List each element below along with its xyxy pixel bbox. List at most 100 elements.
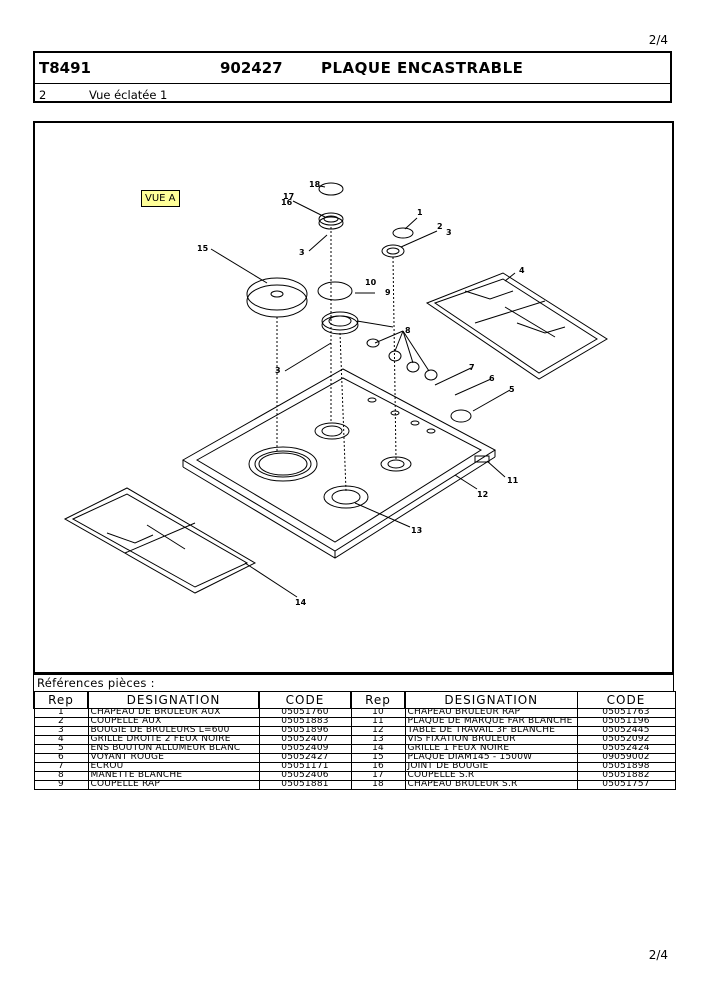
code-cell: 05051196 xyxy=(576,717,676,727)
table-row: 1 CHAPEAU DE BRULEUR AUX 05051760 10 CHA… xyxy=(33,708,676,718)
code-cell: 05051760 xyxy=(258,708,352,718)
designation-cell: ENS BOUTON ALLUMEUR BLANC xyxy=(87,744,260,754)
callout-18: 18 xyxy=(309,180,321,189)
rep-cell: 17 xyxy=(350,771,406,781)
rep-cell: 3 xyxy=(33,726,89,736)
col-designation-right: DESIGNATION xyxy=(404,691,578,709)
designation-cell: MANETTE BLANCHE xyxy=(87,771,260,781)
page-number-bottom: 2/4 xyxy=(648,948,668,962)
callout-3b: 3 xyxy=(446,228,452,237)
callout-4: 4 xyxy=(519,266,525,275)
callout-8: 8 xyxy=(405,326,411,335)
code-cell: 05051757 xyxy=(576,780,676,790)
callout-11: 11 xyxy=(507,476,519,485)
code-cell: 05051881 xyxy=(258,780,352,790)
rep-cell: 10 xyxy=(350,708,406,718)
hob-worktop xyxy=(182,368,496,559)
code-cell: 05052427 xyxy=(258,753,352,763)
parts-caption: Références pièces : xyxy=(33,674,674,691)
callout-3c: 3 xyxy=(275,366,281,375)
document-title: PLAQUE ENCASTRABLE xyxy=(321,59,524,77)
exploded-view-drawing: 18 16 17 3 15 1 2 3 4 10 9 8 3 7 6 5 11 … xyxy=(63,180,608,607)
code-cell: 05052092 xyxy=(576,735,676,745)
table-row: 5 ENS BOUTON ALLUMEUR BLANC 05052409 14 … xyxy=(33,744,676,754)
callout-12: 12 xyxy=(477,490,488,499)
header-title-row: T8491 902427 PLAQUE ENCASTRABLE xyxy=(35,53,670,84)
table-row: 6 VOYANT ROUGE 05052427 15 PLAQUE DIAM14… xyxy=(33,753,676,763)
designation-cell: CHAPEAU BRULEUR S.R xyxy=(404,780,578,790)
designation-cell: GRILLE 1 FEUX NOIRE xyxy=(404,744,578,754)
code-cell: 05051896 xyxy=(258,726,352,736)
callout-5: 5 xyxy=(509,385,515,394)
callout-6: 6 xyxy=(489,374,495,383)
callout-14: 14 xyxy=(295,598,307,607)
col-code-left: CODE xyxy=(258,691,352,709)
callout-10: 10 xyxy=(365,278,377,287)
code-cell: 05051883 xyxy=(258,717,352,727)
left-grid xyxy=(63,487,257,594)
assembly-lines xyxy=(276,227,397,492)
designation-cell: BOUGIE DE BRULEURS L=600 xyxy=(87,726,260,736)
code-cell: 05051898 xyxy=(576,762,676,772)
rep-cell: 1 xyxy=(33,708,89,718)
rep-cell: 7 xyxy=(33,762,89,772)
designation-cell: COUPELLE S.R xyxy=(404,771,578,781)
parts-table: Rep DESIGNATION CODE Rep DESIGNATION COD… xyxy=(33,691,676,790)
hotplate-ring xyxy=(248,446,318,482)
callout-1: 1 xyxy=(417,208,423,217)
designation-cell: CHAPEAU BRULEUR RAP xyxy=(404,708,578,718)
designation-cell: COUPELLE AUX xyxy=(87,717,260,727)
callout-3a: 3 xyxy=(299,248,305,257)
designation-cell: VIS FIXATION BRULEUR xyxy=(404,735,578,745)
col-code-right: CODE xyxy=(576,691,676,709)
callout-16: 16 xyxy=(281,198,293,207)
rep-cell: 4 xyxy=(33,735,89,745)
code-cell: 05052445 xyxy=(576,726,676,736)
code-cell: 05051763 xyxy=(576,708,676,718)
designation-cell: JOINT DE BOUGIE xyxy=(404,762,578,772)
table-row: 2 COUPELLE AUX 05051883 11 PLAQUE DE MAR… xyxy=(33,717,676,727)
reference-number: 902427 xyxy=(220,59,283,77)
code-cell: 05051171 xyxy=(258,762,352,772)
rep-cell: 11 xyxy=(350,717,406,727)
code-cell: 05051882 xyxy=(576,771,676,781)
rep-cell: 8 xyxy=(33,771,89,781)
rep-cell: 9 xyxy=(33,780,89,790)
callout-17: 17 xyxy=(283,192,294,201)
callout-7: 7 xyxy=(469,363,475,372)
rep-cell: 16 xyxy=(350,762,406,772)
rep-cell: 12 xyxy=(350,726,406,736)
parts-header-row: Rep DESIGNATION CODE Rep DESIGNATION COD… xyxy=(33,691,676,709)
designation-cell: GRILLE DROITE 2 FEUX NOIRE xyxy=(87,735,260,745)
leader-lines xyxy=(210,185,516,598)
rep-cell: 18 xyxy=(350,780,406,790)
parts-reference-table: Références pièces : Rep DESIGNATION CODE… xyxy=(33,674,676,790)
rep-cell: 15 xyxy=(350,753,406,763)
code-cell: 05052424 xyxy=(576,744,676,754)
code-cell: 05052407 xyxy=(258,735,352,745)
electric-plate xyxy=(246,277,308,318)
view-label: Vue éclatée 1 xyxy=(89,88,168,102)
table-row: 4 GRILLE DROITE 2 FEUX NOIRE 05052407 13… xyxy=(33,735,676,745)
document-header: T8491 902427 PLAQUE ENCASTRABLE 2 Vue éc… xyxy=(33,51,672,103)
callout-9: 9 xyxy=(385,288,391,297)
designation-cell: ECROU xyxy=(87,762,260,772)
rep-cell: 5 xyxy=(33,744,89,754)
designation-cell: VOYANT ROUGE xyxy=(87,753,260,763)
code-cell: 05052406 xyxy=(258,771,352,781)
page-number-top: 2/4 xyxy=(648,33,668,47)
rep-cell: 13 xyxy=(350,735,406,745)
right-grid xyxy=(425,272,608,380)
designation-cell: CHAPEAU DE BRULEUR AUX xyxy=(87,708,260,718)
callout-15: 15 xyxy=(197,244,209,253)
rep-cell: 2 xyxy=(33,717,89,727)
table-row: 3 BOUGIE DE BRULEURS L=600 05051896 12 T… xyxy=(33,726,676,736)
col-rep-right: Rep xyxy=(350,691,406,709)
callout-13: 13 xyxy=(411,526,422,535)
view-tag: VUE A xyxy=(141,190,180,207)
designation-cell: TABLE DE TRAVAIL 3F BLANCHE xyxy=(404,726,578,736)
table-row: 8 MANETTE BLANCHE 05052406 17 COUPELLE S… xyxy=(33,771,676,781)
table-row: 7 ECROU 05051171 16 JOINT DE BOUGIE 0505… xyxy=(33,762,676,772)
code-cell: 09059002 xyxy=(576,753,676,763)
model-number: T8491 xyxy=(39,59,91,77)
